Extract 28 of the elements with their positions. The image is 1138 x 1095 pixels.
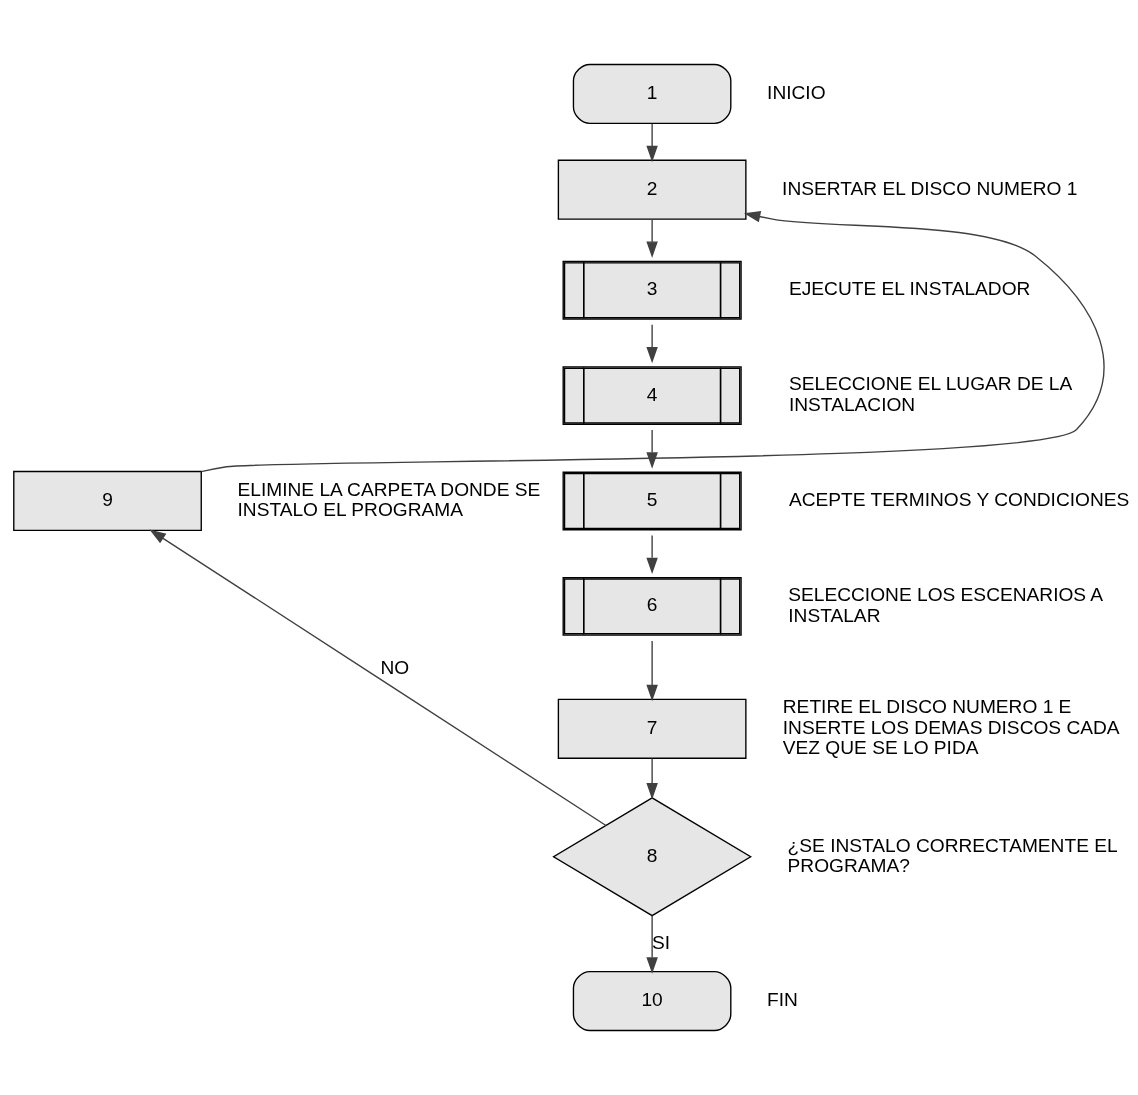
arrow — [200, 211, 1105, 473]
arrow — [646, 640, 658, 702]
arrow — [646, 915, 658, 974]
node-label: RETIRE EL DISCO NUMERO 1 E INSERTE LOS DEMAS DISCOS CADA VEZ QUE SE LO PIDA — [782, 696, 1120, 759]
node-box: 10 — [572, 971, 732, 1032]
arrow — [646, 429, 658, 469]
arrow — [149, 529, 607, 827]
node-label: ¿SE INSTALO CORRECTAMENTE EL PROGRAMA? — [787, 834, 1118, 877]
arrow — [646, 323, 658, 364]
node-box: 9 — [13, 470, 202, 532]
node-label: SELECCIONE EL LUGAR DE LA INSTALACION — [788, 373, 1073, 415]
node-box: 1 — [572, 63, 732, 124]
node-label: EJECUTE EL INSTALADOR — [788, 278, 1031, 300]
arrow — [646, 123, 658, 163]
node-label: FIN — [767, 989, 798, 1011]
node-box: 2 — [557, 159, 747, 220]
arrow — [646, 757, 658, 800]
node-label: INICIO — [767, 81, 826, 103]
node-label: ELIMINE LA CARPETA DONDE SE INSTALO EL PROGRAMA — [237, 478, 541, 521]
node-label: SELECCIONE LOS ESCENARIOS A INSTALAR — [788, 584, 1104, 626]
node-box: 7 — [557, 698, 747, 759]
edge-label: NO — [380, 656, 410, 678]
arrow — [646, 534, 658, 575]
node-diamond: 8 — [552, 797, 752, 917]
edge-label: SI — [651, 931, 671, 953]
node-label: INSERTAR EL DISCO NUMERO 1 — [782, 177, 1078, 199]
node-label: ACEPTE TERMINOS Y CONDICIONES — [788, 489, 1130, 511]
arrow — [646, 218, 658, 258]
